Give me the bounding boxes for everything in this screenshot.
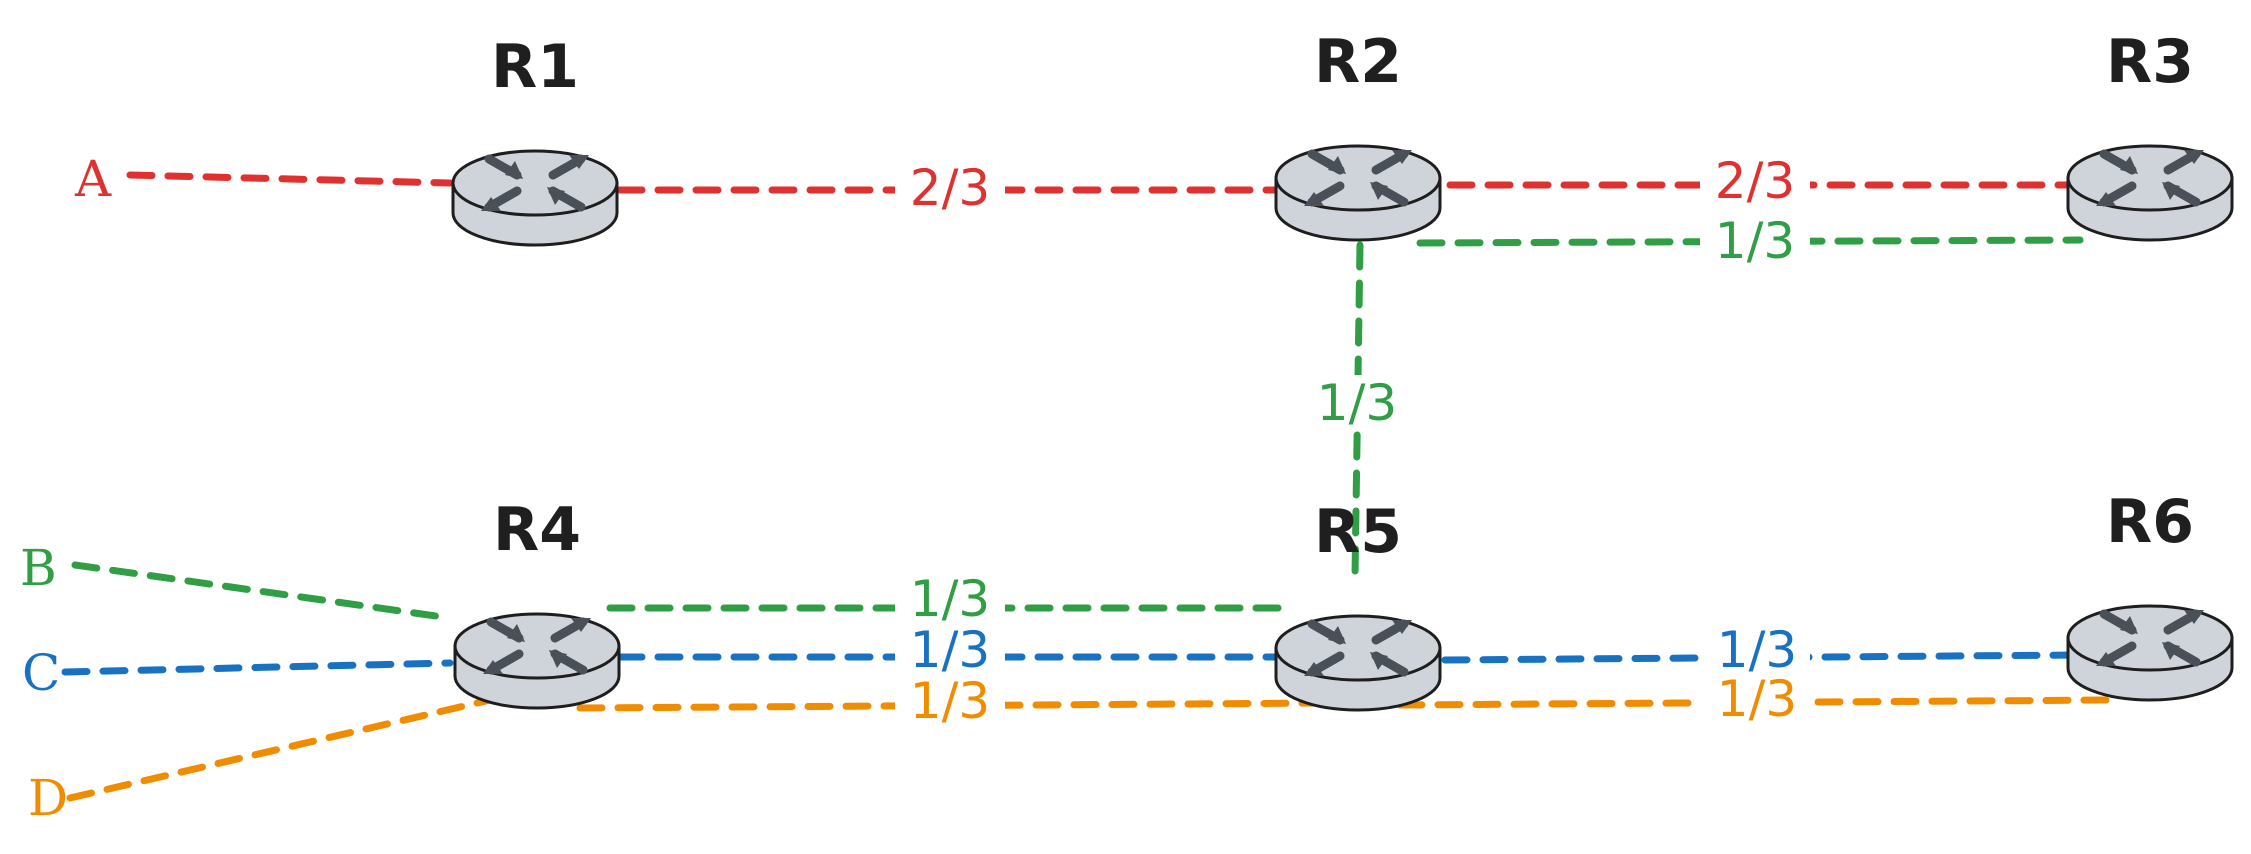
router-r4[interactable]: R4 [455, 495, 619, 708]
router-icon [1276, 146, 1440, 240]
router-icon [455, 614, 619, 708]
link-r2-r3-green [1416, 236, 2084, 247]
router-r6[interactable]: R6 [2068, 487, 2232, 700]
router-r3[interactable]: R3 [2068, 27, 2232, 240]
svg-text:1/3: 1/3 [1715, 212, 1795, 270]
link-label-r2-r5: 1/3 [1300, 374, 1415, 432]
svg-text:2/3: 2/3 [910, 159, 990, 217]
endpoint-a: A [74, 150, 112, 208]
endpoint-d: D [28, 769, 68, 827]
router-label-r5: R5 [1314, 497, 1402, 567]
svg-text:1/3: 1/3 [910, 570, 990, 628]
router-label-r2: R2 [1314, 27, 1402, 97]
endpoint-c: C [22, 644, 60, 702]
router-label-r1: R1 [491, 32, 579, 102]
link-b-r4 [71, 561, 454, 622]
link-c-r4 [61, 659, 454, 676]
link-label-r4-r5-green: 1/3 [895, 570, 1005, 628]
link-d-r4 [66, 696, 494, 802]
link-label-r5-r6-blue: 1/3 [1700, 621, 1810, 679]
endpoint-b: B [20, 539, 57, 597]
router-r2[interactable]: R2 [1276, 27, 1440, 240]
router-r1[interactable]: R1 [453, 32, 617, 245]
router-label-r4: R4 [493, 495, 581, 565]
svg-text:1/3: 1/3 [1717, 670, 1797, 728]
svg-text:1/3: 1/3 [910, 672, 990, 730]
svg-text:1/3: 1/3 [1717, 621, 1797, 679]
link-label-r2-r3-red: 2/3 [1700, 152, 1810, 210]
link-label-r4-r5-blue: 1/3 [895, 621, 1005, 679]
link-r4-r5-orange [576, 699, 1334, 712]
link-label-r4-r5-orange: 1/3 [895, 672, 1005, 730]
link-label-r1-r2: 2/3 [895, 159, 1005, 217]
router-icon [2068, 606, 2232, 700]
link-a-r1 [126, 171, 454, 187]
link-label-r2-r3-green: 1/3 [1700, 212, 1810, 270]
svg-text:2/3: 2/3 [1715, 152, 1795, 210]
link-label-r5-r6-orange: 1/3 [1700, 670, 1810, 728]
svg-text:1/3: 1/3 [910, 621, 990, 679]
router-icon [2068, 146, 2232, 240]
router-icon [453, 151, 617, 245]
router-label-r3: R3 [2106, 27, 2194, 97]
router-r5[interactable]: R5 [1276, 497, 1440, 710]
svg-text:1/3: 1/3 [1317, 374, 1397, 432]
router-label-r6: R6 [2106, 487, 2194, 557]
router-icon [1276, 616, 1440, 710]
